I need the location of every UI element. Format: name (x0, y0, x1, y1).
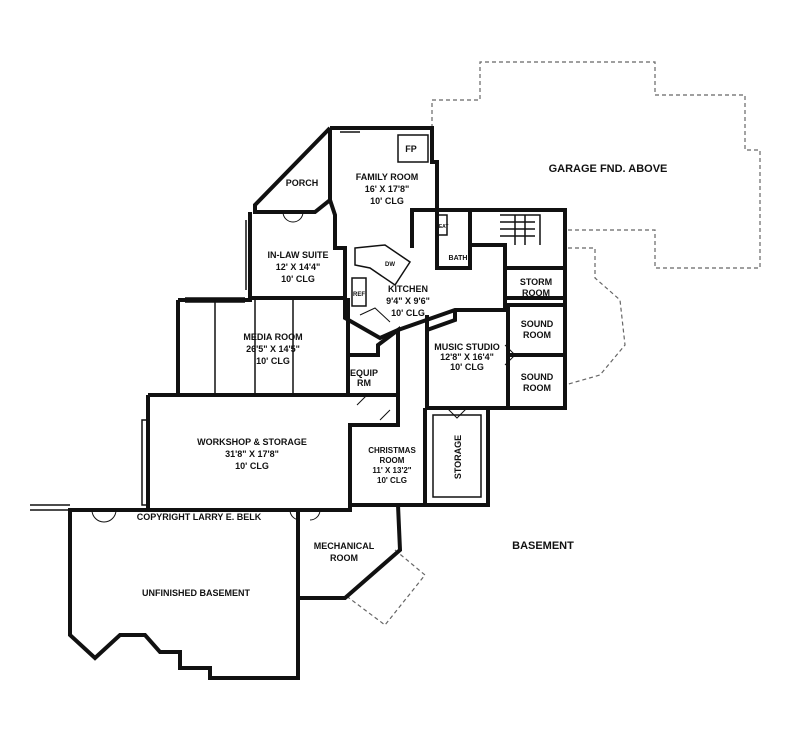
ref-label: REF (353, 292, 365, 298)
bath-label: BATH (449, 255, 468, 262)
door-swing (289, 509, 321, 521)
garage-foundation-outline (431, 61, 761, 386)
sound-room-walls (508, 303, 567, 410)
inlaw-suite-ceiling: 10' CLG (281, 274, 315, 284)
seat-box (436, 214, 448, 236)
basement-label: BASEMENT (512, 540, 574, 552)
door-swing (504, 344, 516, 366)
storm-room-name-2: ROOM (522, 288, 550, 298)
family-room-walls (330, 126, 439, 248)
fireplace-box (397, 134, 429, 163)
christmas-room-name-2: ROOM (380, 456, 405, 465)
door-swing (356, 394, 391, 421)
ref-box (351, 277, 367, 307)
storage-walls (425, 406, 490, 507)
equip-room-walls (348, 326, 400, 397)
porch-name: PORCH (286, 178, 319, 188)
copyright-label: COPYRIGHT LARRY E. BELK (137, 512, 262, 522)
family-room-name: FAMILY ROOM (356, 172, 419, 182)
music-studio-ceiling: 10' CLG (450, 362, 484, 372)
exterior-wall-stub (30, 504, 70, 511)
inlaw-suite-name: IN-LAW SUITE (268, 250, 329, 260)
dw-label: DW (385, 262, 395, 268)
stair-treads (500, 214, 541, 245)
family-room-west-wall (328, 199, 337, 250)
media-room-ceiling: 10' CLG (256, 356, 290, 366)
storage-inner (432, 414, 482, 498)
door-swing (91, 509, 117, 523)
equip-room-name-2: RM (357, 378, 371, 388)
door-swing (446, 407, 468, 419)
workshop-ceiling: 10' CLG (235, 461, 269, 471)
window (340, 127, 360, 133)
bath-walls (435, 208, 472, 270)
mechanical-room-name-2: ROOM (330, 553, 358, 563)
sound-room-1-name-2: ROOM (523, 330, 551, 340)
inlaw-suite-size: 12' X 14'4" (276, 262, 321, 272)
workshop-door-jamb (141, 419, 149, 506)
workshop-name: WORKSHOP & STORAGE (197, 437, 307, 447)
sound-room-1-name-1: SOUND (521, 319, 554, 329)
family-room-size: 16' X 17'8" (365, 184, 410, 194)
window (245, 220, 251, 290)
music-studio-name: MUSIC STUDIO (434, 342, 500, 352)
seat-label: SEAT (436, 224, 449, 230)
window (185, 297, 245, 303)
door-swing (359, 307, 391, 323)
christmas-room-name-1: CHRISTMAS (368, 446, 416, 455)
porch-outline-dashed (344, 549, 426, 626)
kitchen-ceiling: 10' CLG (391, 308, 425, 318)
kitchen-size: 9'4" X 9'6" (386, 296, 430, 306)
sound-room-2-name-2: ROOM (523, 383, 551, 393)
door-swing (282, 211, 304, 223)
family-room-ceiling: 10' CLG (370, 196, 404, 206)
christmas-room-ceiling: 10' CLG (377, 476, 407, 485)
kitchen-island (354, 244, 412, 287)
fireplace-label: FP (405, 144, 417, 154)
media-room-name: MEDIA ROOM (243, 332, 302, 342)
stair-walls (470, 208, 567, 300)
garage-label: GARAGE FND. ABOVE (549, 163, 668, 175)
mechanical-room-name-1: MECHANICAL (314, 541, 375, 551)
equip-room-name-1: EQUIP (350, 368, 378, 378)
media-room-size: 26'5" X 14'5" (246, 344, 300, 354)
porch-walls (253, 126, 332, 214)
kitchen-name: KITCHEN (388, 284, 428, 294)
unfinished-basement-name: UNFINISHED BASEMENT (142, 588, 251, 598)
storm-room-name-1: STORM (520, 277, 552, 287)
storage-name: STORAGE (453, 435, 463, 479)
sound-room-2-name-1: SOUND (521, 372, 554, 382)
christmas-room-size: 11' X 13'2" (372, 466, 411, 475)
workshop-size: 31'8" X 17'8" (225, 449, 279, 459)
music-studio-size: 12'8" X 16'4" (440, 352, 494, 362)
unfinished-basement-walls (68, 508, 300, 680)
